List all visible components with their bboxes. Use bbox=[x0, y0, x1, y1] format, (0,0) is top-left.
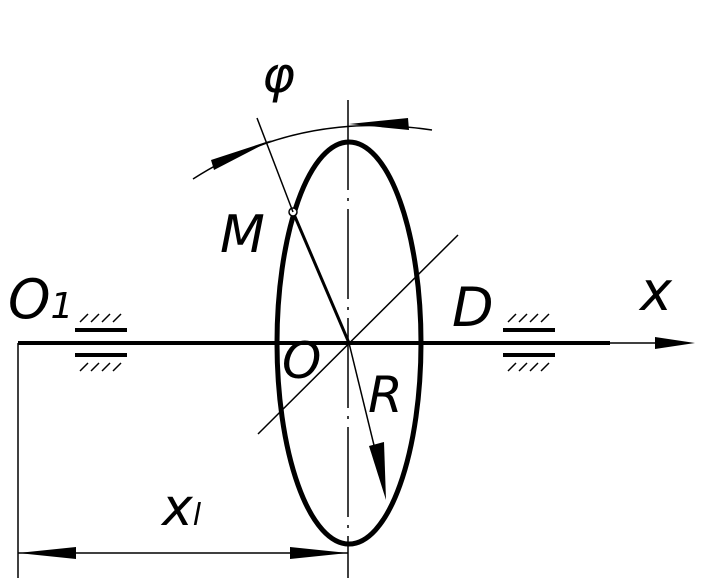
radius-r-label: R bbox=[368, 366, 403, 424]
point-o1-label: O1 bbox=[8, 268, 73, 331]
phi-reference-line bbox=[256, 117, 294, 213]
radius-r-arrowhead bbox=[369, 442, 386, 500]
xl-arrowhead-right bbox=[290, 547, 348, 559]
phi-arrowhead-left bbox=[211, 140, 272, 170]
x-axis-label: x bbox=[638, 260, 673, 323]
inclined-diameter bbox=[257, 234, 459, 435]
left-bearing bbox=[75, 313, 127, 372]
xl-dimension-label: xl bbox=[160, 478, 202, 538]
right-bearing bbox=[503, 313, 555, 372]
phi-arrowhead-right bbox=[349, 118, 409, 130]
point-d-label: D bbox=[452, 276, 494, 339]
xl-arrowhead-left bbox=[18, 547, 76, 559]
radius-om bbox=[291, 211, 351, 344]
disk-ellipse bbox=[274, 139, 424, 547]
point-m-label: M bbox=[220, 205, 265, 265]
phi-label: φ bbox=[262, 46, 295, 104]
point-o-label: O bbox=[282, 332, 321, 390]
x-axis-arrowhead bbox=[655, 337, 695, 349]
